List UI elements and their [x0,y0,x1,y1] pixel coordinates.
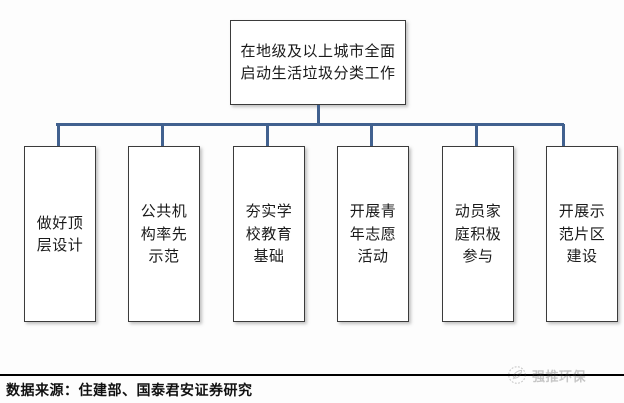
leaf-circle-icon [506,364,528,386]
leaf-node-2-label: 公共机构率先示范 [140,202,188,266]
leaf-node-5-label: 动员家庭积极参与 [454,202,502,266]
connector-drop-4 [370,124,373,147]
root-node-label: 在地级及以上城市全面启动生活垃圾分类工作 [240,41,396,82]
connector-drop-2 [161,124,164,147]
watermark: 强推环保 [506,362,618,388]
leaf-node-5[interactable]: 动员家庭积极参与 [442,146,514,322]
leaf-node-1[interactable]: 做好顶层设计 [24,146,96,322]
leaf-node-1-label: 做好顶层设计 [36,213,84,255]
leaf-node-6[interactable]: 开展示范片区建设 [546,146,618,322]
leaf-node-4-label: 开展青年志愿活动 [349,202,397,266]
leaf-node-2[interactable]: 公共机构率先示范 [128,146,200,322]
source-note: 数据来源：住建部、国泰君安证券研究 [6,383,253,399]
connector-root-stem [317,105,320,124]
connector-drop-1 [57,124,60,147]
leaf-node-3[interactable]: 夯实学校教育基础 [233,146,305,322]
connector-drop-3 [266,124,269,147]
leaf-node-4[interactable]: 开展青年志愿活动 [337,146,409,322]
watermark-text: 强推环保 [532,369,587,385]
leaf-node-3-label: 夯实学校教育基础 [245,202,293,266]
connector-horizontal-bus [56,123,564,126]
connector-drop-6 [562,124,565,147]
leaf-node-6-label: 开展示范片区建设 [558,202,606,266]
root-node[interactable]: 在地级及以上城市全面启动生活垃圾分类工作 [230,20,406,105]
connector-drop-5 [475,124,478,147]
footer-divider [0,374,624,376]
